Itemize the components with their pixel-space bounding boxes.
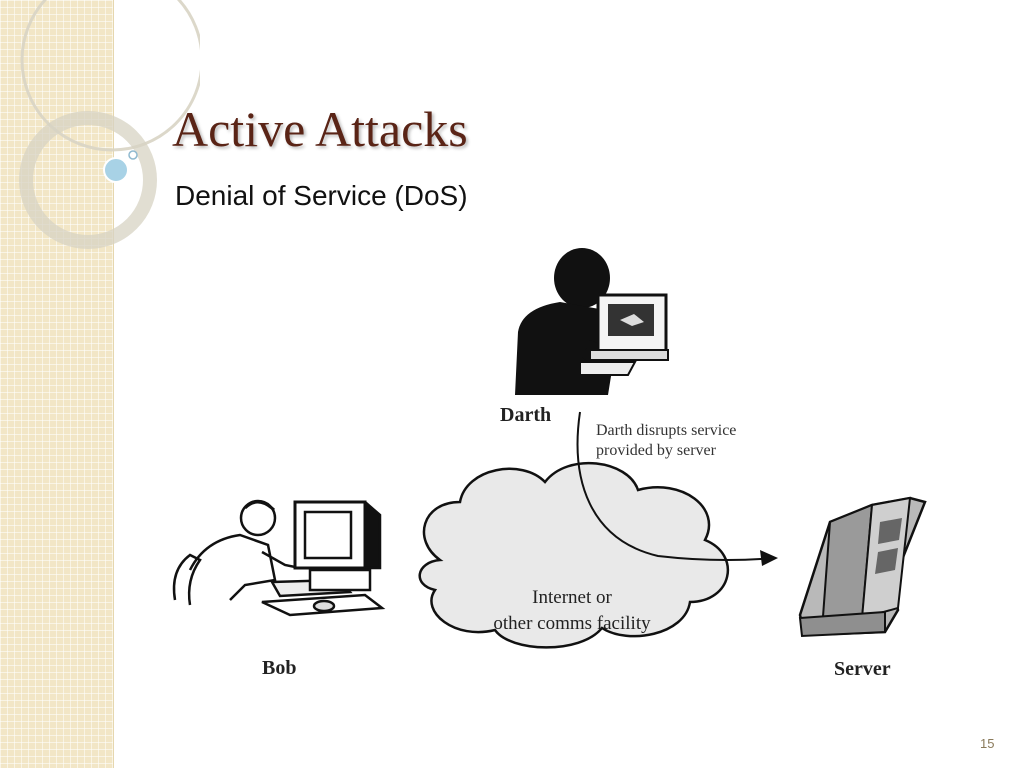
cloud-icon <box>418 461 730 649</box>
darth-note-line-1: Darth disrupts service <box>596 422 737 439</box>
darth-label: Darth <box>500 404 552 426</box>
page-number: 15 <box>980 736 995 751</box>
server-icon <box>798 496 927 638</box>
bob-user-icon <box>172 499 386 617</box>
server-label: Server <box>834 658 891 680</box>
cloud-text: Internet or other comms facility <box>462 585 682 637</box>
darth-attacker-icon <box>515 248 669 395</box>
slide-subtitle: Denial of Service (DoS) <box>175 180 468 211</box>
darth-note-line-2: provided by server <box>596 442 716 459</box>
darth-note: Darth disrupts service provided by serve… <box>596 421 796 461</box>
cloud-text-line-2: other comms facility <box>493 613 651 634</box>
slide-title: Active Attacks <box>172 101 468 157</box>
cloud-text-line-1: Internet or <box>532 587 612 608</box>
bubble-icon <box>103 157 129 183</box>
arrow-icon <box>576 411 776 561</box>
bob-label: Bob <box>262 657 297 679</box>
dos-diagram <box>172 248 927 649</box>
decorative-circles <box>19 0 200 249</box>
